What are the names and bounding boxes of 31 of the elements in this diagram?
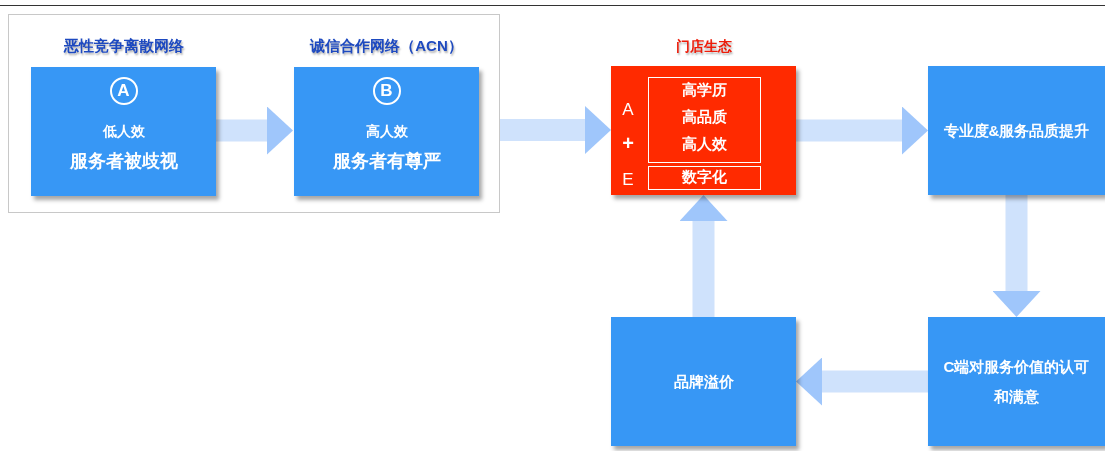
side-letter: E bbox=[622, 170, 634, 190]
box-text: 专业度&服务品质提升 bbox=[943, 120, 1090, 141]
box-text: 高学历 bbox=[682, 81, 727, 100]
box-heading: 恶性竞争离散网络 bbox=[63, 37, 184, 56]
box-text: 品牌溢价 bbox=[673, 371, 734, 392]
box-text: C端对服务价值的认可和满意 bbox=[942, 356, 1091, 407]
box-heading: 诚信合作网络（ACN） bbox=[310, 37, 463, 56]
block-arrow bbox=[796, 357, 928, 406]
block-arrow bbox=[992, 195, 1041, 317]
block-arrow bbox=[500, 106, 611, 154]
group-frame bbox=[8, 14, 500, 213]
side-letter: A bbox=[622, 100, 634, 120]
box-text: 服务者被歧视 bbox=[69, 150, 178, 173]
inner-box bbox=[648, 166, 761, 190]
process-box bbox=[611, 317, 796, 446]
box-text: 高人效 bbox=[682, 135, 727, 154]
box-text: 高品质 bbox=[682, 108, 727, 127]
process-box bbox=[928, 66, 1105, 195]
box-text: 低人效 bbox=[102, 123, 145, 141]
block-arrow bbox=[796, 106, 928, 155]
letter-circle: A bbox=[109, 77, 138, 105]
letter-circle: B bbox=[372, 77, 401, 105]
box-text: 数字化 bbox=[682, 168, 727, 187]
block-arrow bbox=[215, 106, 293, 155]
inner-box bbox=[648, 77, 761, 163]
box-text: 高人效 bbox=[365, 123, 408, 141]
block-arrow bbox=[679, 195, 728, 317]
box-text: 服务者有尊严 bbox=[332, 150, 441, 173]
box-heading: 门店生态 bbox=[675, 38, 732, 56]
process-box bbox=[928, 317, 1105, 446]
side-letter: + bbox=[622, 132, 634, 155]
